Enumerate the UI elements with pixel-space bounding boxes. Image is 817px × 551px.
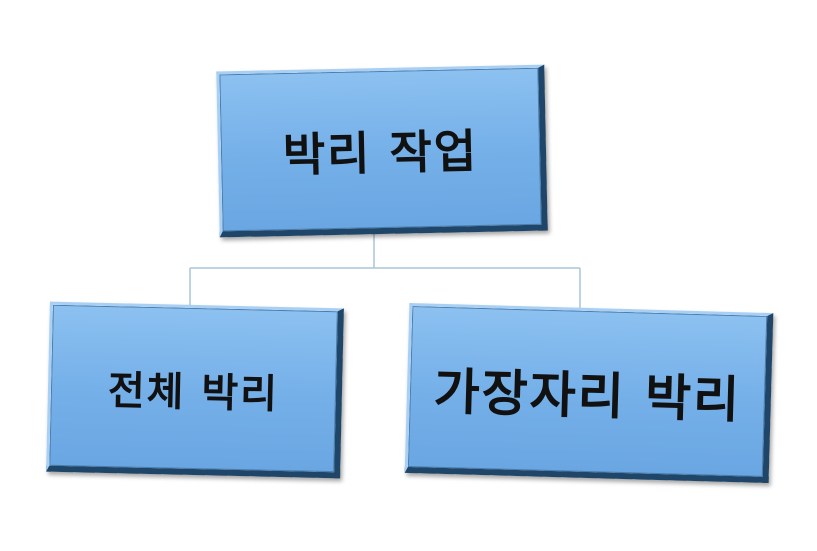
- child-node-label: 가장자리 박리: [432, 362, 742, 429]
- root-node: 박리 작업: [216, 64, 548, 238]
- child-node-edge-peel: 가장자리 박리: [404, 302, 774, 484]
- root-node-label: 박리 작업: [282, 123, 479, 182]
- child-node-label: 전체 박리: [107, 367, 280, 418]
- child-node-full-peel: 전체 박리: [46, 301, 344, 479]
